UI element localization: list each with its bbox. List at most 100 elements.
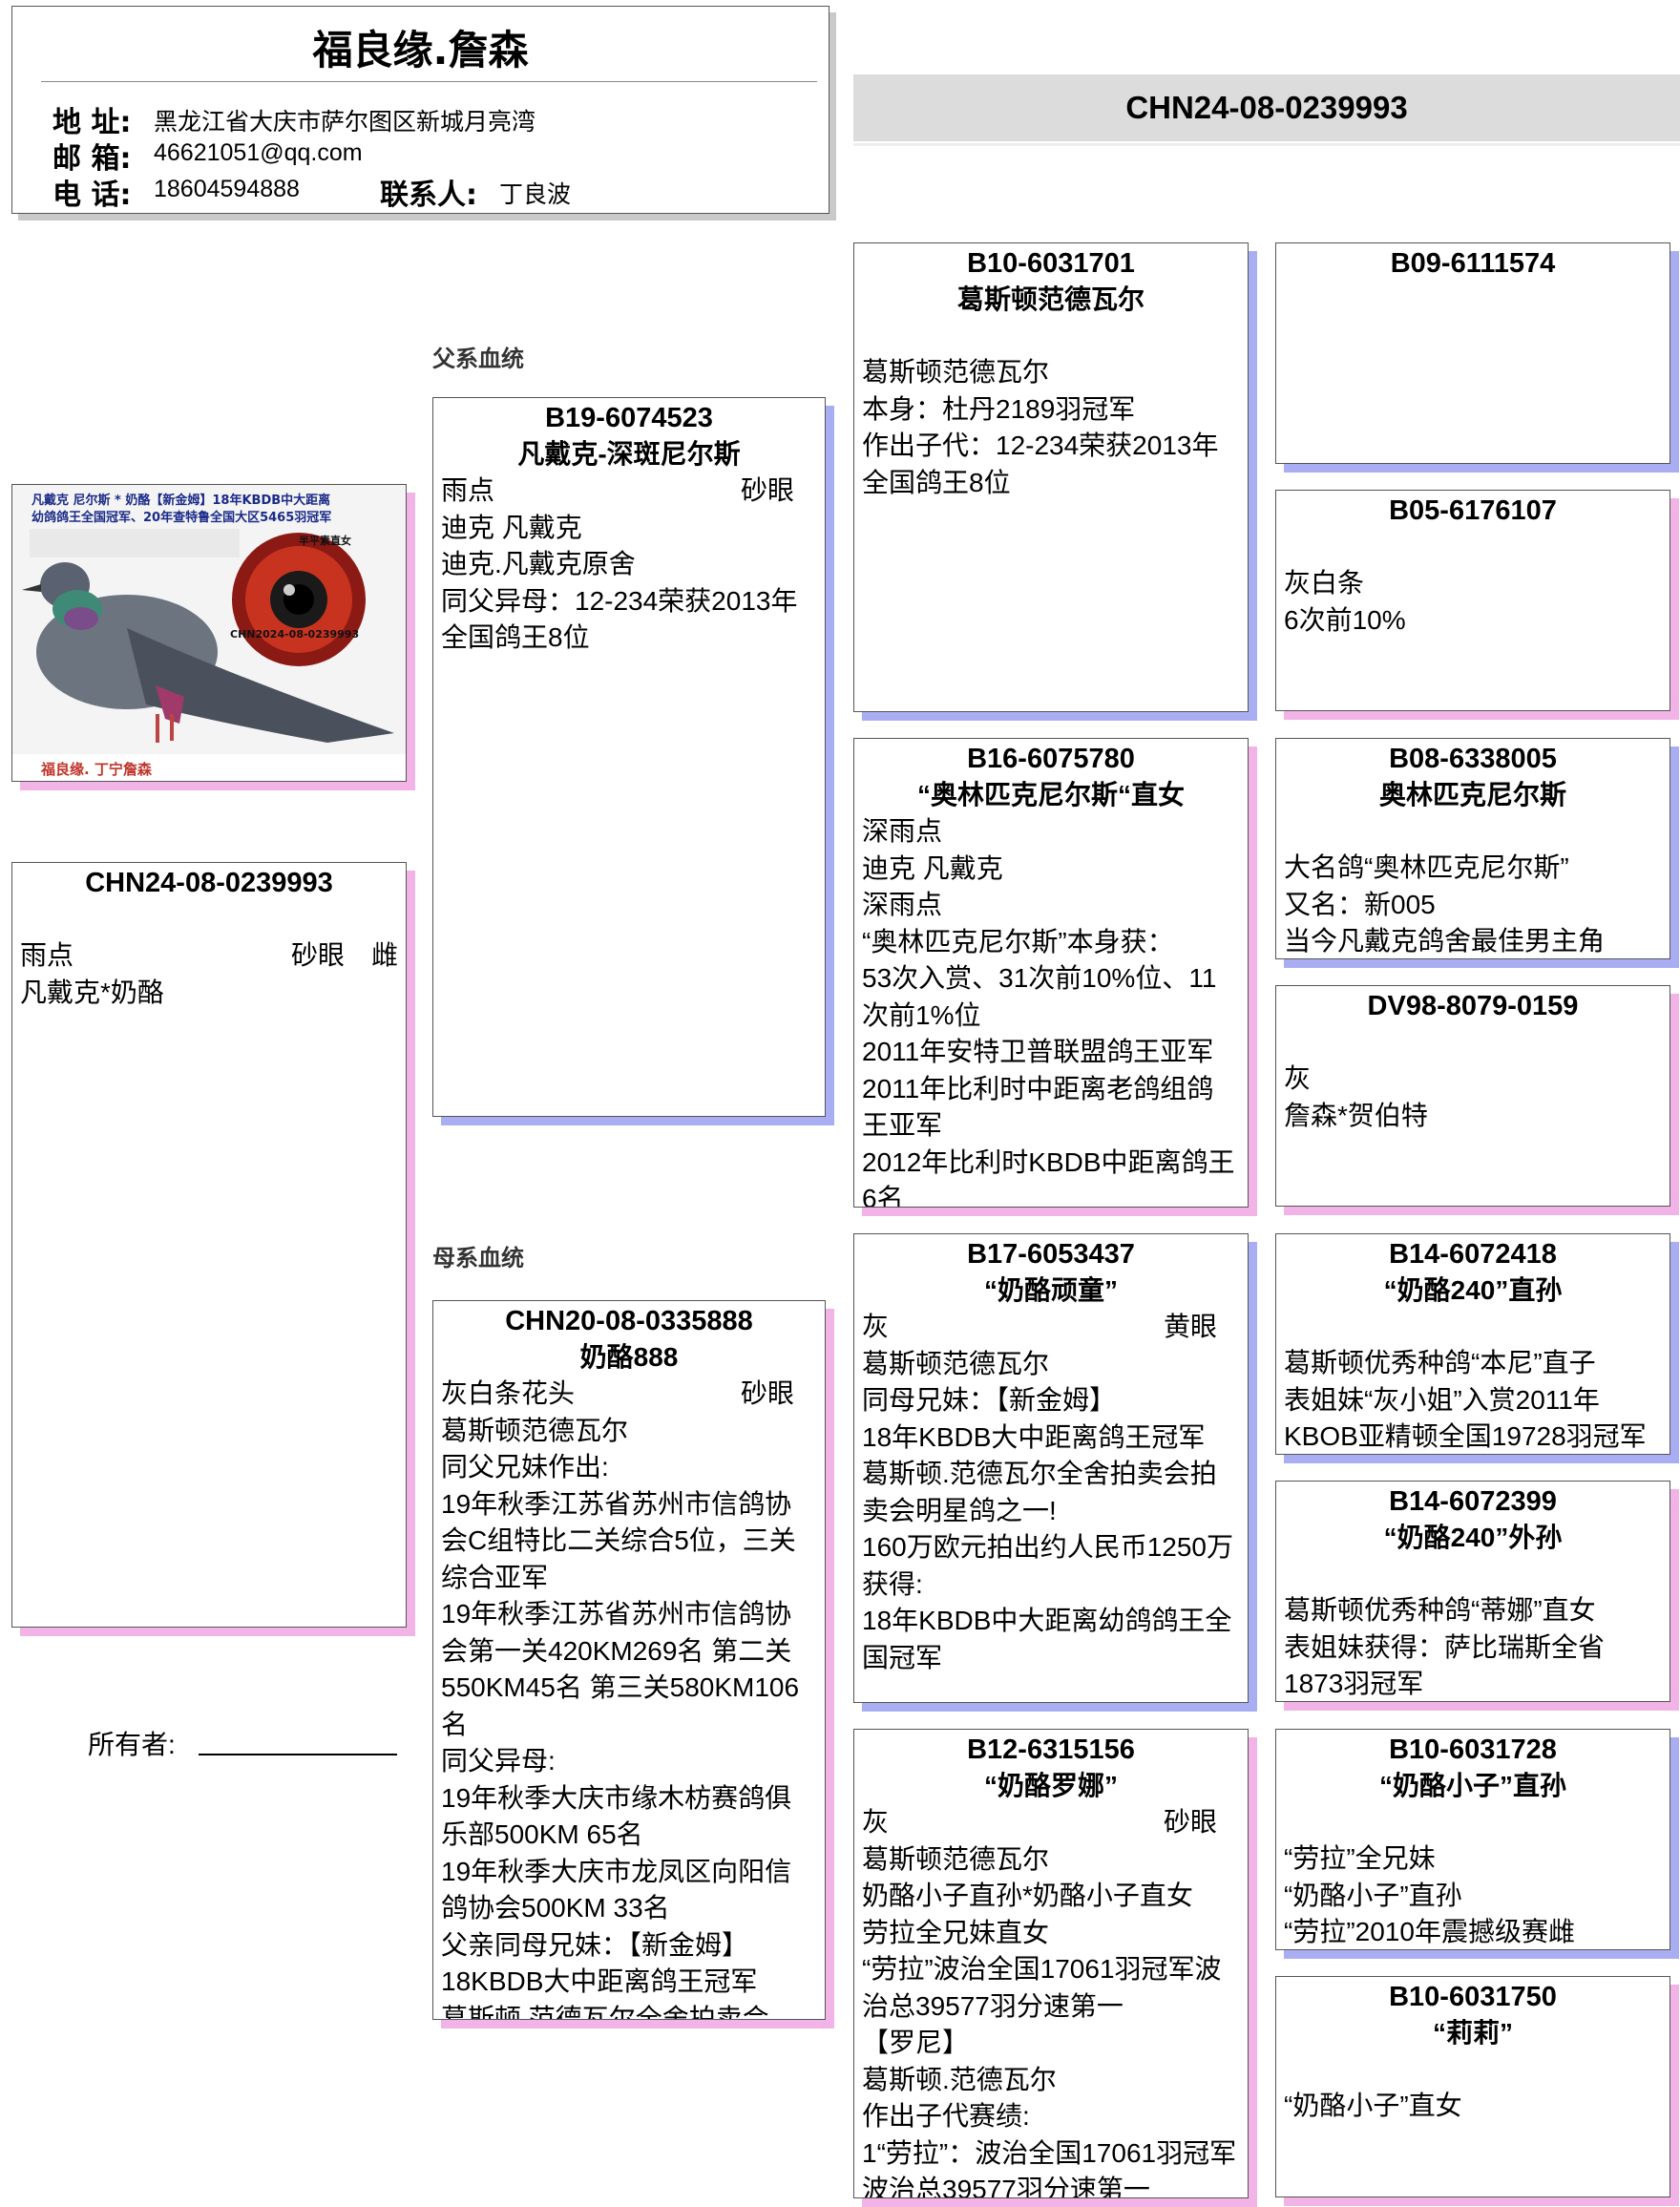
sire-lines: 迪克 凡戴克迪克.凡戴克原舍同父异母：12-234荣获2013年全国鸽王8位 — [441, 510, 817, 657]
pedigree-line: 劳拉全兄妹直女 — [862, 1917, 1050, 1947]
ss-lines: 葛斯顿范德瓦尔本身：杜丹2189羽冠军作出子代：12-234荣获2013年全国鸽… — [854, 354, 1248, 501]
pedigree-line: 19年秋季江苏省苏州市信鸽协会第一关420KM269名 第二关550KM45名 … — [441, 1599, 800, 1739]
pedigree-line: 同母兄妹：【新金姆】 — [862, 1385, 1117, 1415]
g4-lines: 灰詹森*贺伯特 — [1276, 1061, 1670, 1134]
pedigree-line: 父亲同母兄妹：【新金姆】 — [441, 1929, 749, 1960]
dam-ring: CHN20-08-0335888 — [505, 1306, 753, 1336]
ds-traits: 灰 黄眼 — [862, 1309, 1240, 1346]
photo-sub: 半平素直女 — [299, 534, 351, 547]
pedigree-line: 奶酪小子直孙*奶酪小子直女 — [862, 1881, 1193, 1910]
gg7-card: B10-6031728 “奶酪小子”直孙 “劳拉”全兄妹“奶酪小子”直孙“劳拉”… — [1275, 1729, 1670, 1950]
gg5-card: B14-6072418 “奶酪240”直孙 葛斯顿优秀种鸽“本尼”直子表姐妹“灰… — [1275, 1233, 1670, 1455]
subject-ring-banner: CHN24-08-0239993 — [853, 74, 1680, 141]
pedigree-line: 19年秋季大庆市缘木枋赛鸽俱乐部500KM 65名 — [441, 1782, 792, 1850]
dd-eye: 砂眼 — [1163, 1807, 1217, 1837]
pedigree-line: 灰 — [1284, 1063, 1312, 1093]
sire-sire-card: B10-6031701 葛斯顿范德瓦尔 葛斯顿范德瓦尔本身：杜丹2189羽冠军作… — [853, 242, 1249, 712]
pedigree-line: 詹森*贺伯特 — [1284, 1100, 1428, 1130]
pedigree-line: 迪克.凡戴克原舍 — [441, 549, 636, 578]
pedigree-line: 葛斯顿范德瓦尔 — [862, 1348, 1050, 1378]
pedigree-line: 19年秋季大庆市龙凤区向阳信鸽协会500KM 33名 — [441, 1856, 792, 1923]
banner-underline — [853, 143, 1680, 146]
dam-traits: 灰白条花头 砂眼 — [441, 1376, 817, 1413]
contact-value: 丁良波 — [499, 181, 572, 208]
sd-name: “奥林匹克尼尔斯“直女 — [916, 780, 1185, 809]
sire-dam-card: B16-6075780 “奥林匹克尼尔斯“直女 深雨点迪克 凡戴克深雨点“奥林匹… — [853, 738, 1249, 1208]
pedigree-line: 灰白条 — [1284, 568, 1365, 598]
pedigree-line: KBOB亚精顿全国19728羽冠军 — [1284, 1421, 1647, 1451]
g2-ring: B05-6176107 — [1389, 495, 1557, 526]
sire-card: B19-6074523 凡戴克-深斑尼尔斯 雨点 砂眼 迪克 凡戴克迪克.凡戴克… — [432, 397, 826, 1117]
g3-ring: B08-6338005 — [1389, 744, 1557, 774]
g7-ring: B10-6031728 — [1389, 1734, 1557, 1765]
pedigree-line: “劳拉”2010年震撼级赛雌 — [1284, 1917, 1575, 1946]
pedigree-line: 2012年比利时KBDB中距离鸽王6名 — [862, 1146, 1235, 1208]
pedigree-line: 当今凡戴克鸽舍最佳男主角 — [1284, 926, 1606, 956]
subject-eye: 砂眼 — [290, 940, 345, 970]
dam-dam-card: B12-6315156 “奶酪罗娜” 灰 砂眼 葛斯顿范德瓦尔奶酪小子直孙*奶酪… — [853, 1729, 1249, 2198]
dam-card: CHN20-08-0335888 奶酪888 灰白条花头 砂眼 葛斯顿范德瓦尔同… — [432, 1300, 826, 2020]
email-value: 46621051@qq.com — [154, 139, 363, 166]
g3-lines: 大名鸽“奥林匹克尼尔斯” 又名：新005 当今凡戴克鸽舍最佳男主角 — [1276, 850, 1670, 958]
sire-ring: B19-6074523 — [545, 403, 713, 433]
pedigree-line: 葛斯顿范德瓦尔 — [441, 1415, 629, 1445]
ss-ring: B10-6031701 — [967, 248, 1135, 279]
dam-lines: 葛斯顿范德瓦尔同父兄妹作出:19年秋季江苏省苏州市信鸽协会C组特比二关综合5位，… — [441, 1413, 817, 2020]
g1-ring: B09-6111574 — [1390, 248, 1556, 279]
pedigree-line: 又名：新005 — [1284, 889, 1436, 919]
pedigree-line: 葛斯顿范德瓦尔 — [862, 357, 1050, 387]
ds-color: 灰 — [862, 1312, 890, 1341]
pedigree-line: 葛斯顿.范德瓦尔全舍拍卖会 — [441, 2003, 769, 2020]
subject-color: 雨点 — [20, 940, 74, 970]
subject-ring: CHN24-08-0239993 — [85, 868, 333, 898]
pedigree-line: 迪克 凡戴克 — [441, 512, 582, 542]
sire-eye: 砂眼 — [740, 475, 794, 505]
pedigree-line: 迪克 凡戴克 — [862, 852, 1003, 883]
gg1-card: B09-6111574 — [1275, 242, 1670, 464]
subject-strain: 凡戴克*奶酪 — [20, 977, 164, 1007]
dam-eye: 砂眼 — [740, 1378, 794, 1408]
pedigree-line: 大名鸽“奥林匹克尼尔斯” — [1284, 852, 1569, 882]
ds-lines: 葛斯顿范德瓦尔同母兄妹：【新金姆】18年KBDB大中距离鸽王冠军葛斯顿.范德瓦尔… — [862, 1346, 1240, 1677]
dd-ring: B12-6315156 — [967, 1734, 1135, 1765]
contact-label: 联系人: — [380, 179, 477, 212]
pigeon-photo-art: 凡戴克 尼尔斯 * 奶酪【新金姆】18年KBDB中大距离 幼鸽鸽王全国冠军、20… — [12, 485, 406, 781]
g6-ring: B14-6072399 — [1389, 1486, 1557, 1517]
gg8-card: B10-6031750 “莉莉” “奶酪小子”直女 — [1275, 1976, 1670, 2197]
pedigree-line: “劳拉”波治全国17061羽冠军波治总39577羽分速第一 — [862, 1954, 1222, 2021]
pedigree-line: 【罗尼】 — [862, 2028, 970, 2057]
dd-color: 灰 — [862, 1807, 890, 1837]
pedigree-line: 160万欧元拍出约人民币1250万 — [862, 1532, 1234, 1562]
pedigree-line: 深雨点 — [862, 890, 943, 919]
dd-lines: 葛斯顿范德瓦尔奶酪小子直孙*奶酪小子直女劳拉全兄妹直女“劳拉”波治全国17061… — [862, 1841, 1240, 2198]
pedigree-line: 作出子代赛绩: — [862, 2101, 1030, 2131]
pedigree-line: 同父异母: — [441, 1746, 556, 1776]
dam-name: 奶酪888 — [579, 1342, 679, 1372]
ds-ring: B17-6053437 — [967, 1239, 1135, 1270]
dd-traits: 灰 砂眼 — [862, 1804, 1240, 1841]
sire-name: 凡戴克-深斑尼尔斯 — [517, 439, 741, 469]
address-value: 黑龙江省大庆市萨尔图区新城月亮湾 — [154, 109, 536, 136]
header-divider — [41, 81, 817, 82]
pedigree-line: “奶酪小子”直女 — [1284, 2091, 1462, 2120]
ds-eye: 黄眼 — [1163, 1312, 1217, 1341]
sire-color: 雨点 — [441, 475, 495, 505]
dd-name: “奶酪罗娜” — [983, 1771, 1118, 1800]
pedigree-line: 18年KBDB中大距离幼鸽鸽王全国冠军 — [862, 1606, 1232, 1672]
owner-signature-line — [199, 1754, 397, 1755]
email-label: 邮 箱: — [52, 142, 132, 176]
pedigree-line: “奶酪小子”直孙 — [1284, 1880, 1462, 1910]
subject-traits: 雨点 砂眼 雌 — [20, 937, 398, 975]
g5-name: “奶酪240”直孙 — [1383, 1275, 1563, 1305]
g8-name: “莉莉” — [1432, 2018, 1513, 2048]
pedigree-line: 获得: — [862, 1568, 923, 1599]
phone-label: 电 话: — [52, 179, 132, 212]
g4-ring: DV98-8079-0159 — [1367, 991, 1579, 1021]
dam-section-label: 母系血统 — [432, 1246, 524, 1272]
pedigree-line: 1873羽冠军 — [1284, 1669, 1424, 1698]
photo-caption-2: 幼鸽鸽王全国冠军、20年查特鲁全国大区5465羽冠军 — [32, 510, 331, 525]
